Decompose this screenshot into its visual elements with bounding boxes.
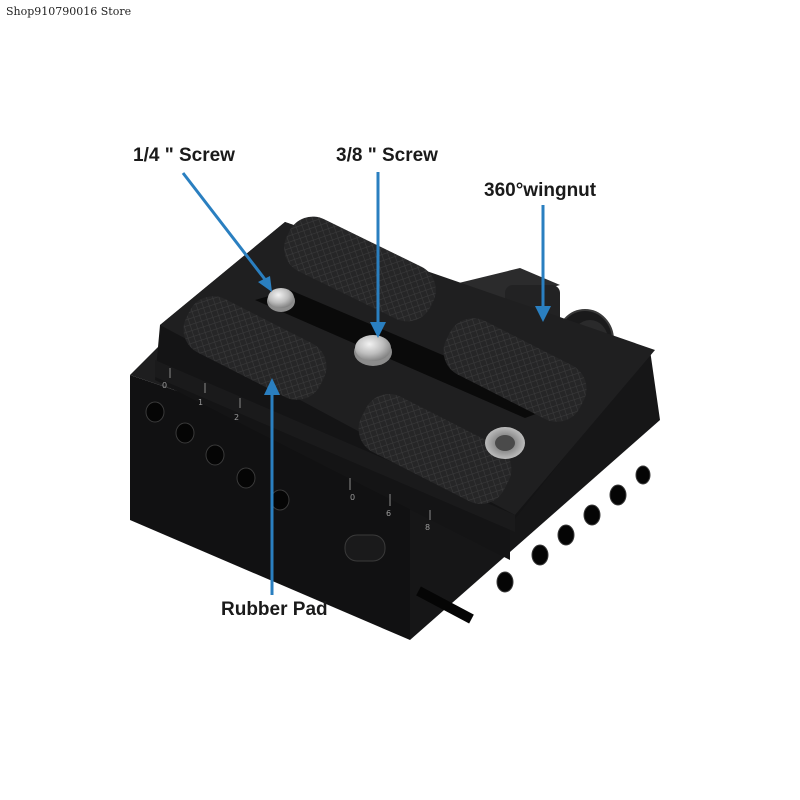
- scale-mark: 1: [198, 398, 203, 407]
- scale-mark: 6: [386, 509, 391, 518]
- wingnut-label: 360°wingnut: [484, 180, 597, 201]
- rubber-pads: [183, 216, 587, 504]
- scale-mark: 0: [350, 493, 355, 502]
- lever: [344, 534, 386, 562]
- scale-mark: 0: [162, 381, 167, 390]
- three-eighths-screw-label: 3/8 " Screw: [336, 145, 438, 166]
- quarter-inch-screw-label: 1/4 " Screw: [133, 145, 235, 166]
- callout-arrows: [181, 172, 551, 595]
- store-name: Shop910790016 Store: [6, 5, 132, 18]
- screws: [267, 288, 525, 459]
- scale-mark: 2: [234, 413, 239, 422]
- scale-mark: 8: [425, 523, 430, 532]
- rubber-pad-label: Rubber Pad: [221, 599, 328, 620]
